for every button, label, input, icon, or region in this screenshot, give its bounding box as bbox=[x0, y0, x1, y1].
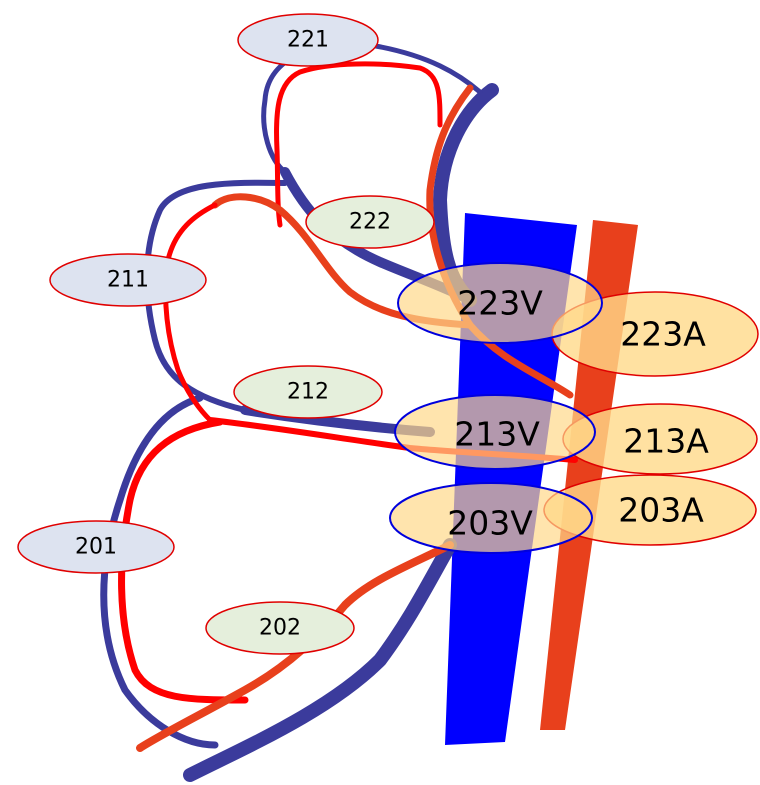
label-211: 211 bbox=[49, 253, 207, 307]
label-203V: 203V bbox=[389, 482, 593, 554]
label-223A: 223A bbox=[551, 291, 759, 377]
artery-211-loop bbox=[163, 202, 218, 423]
vein-lower-trunk bbox=[183, 538, 457, 782]
svg-text:222: 222 bbox=[349, 210, 391, 235]
label-201: 201 bbox=[17, 520, 175, 574]
label-213A: 213A bbox=[562, 403, 758, 475]
svg-text:212: 212 bbox=[287, 380, 329, 405]
artery-upper-stem bbox=[426, 84, 574, 399]
label-202: 202 bbox=[205, 601, 355, 655]
label-203A: 203A bbox=[543, 474, 757, 546]
artery-201-loop bbox=[118, 418, 249, 704]
svg-text:202: 202 bbox=[259, 616, 301, 641]
svg-text:223A: 223A bbox=[620, 315, 706, 354]
svg-text:213A: 213A bbox=[623, 422, 709, 461]
label-221: 221 bbox=[237, 13, 379, 67]
label-212: 212 bbox=[233, 365, 383, 419]
svg-text:203A: 203A bbox=[618, 491, 704, 530]
svg-text:203V: 203V bbox=[447, 504, 533, 543]
svg-text:221: 221 bbox=[287, 28, 329, 53]
main-vein-trunk bbox=[445, 213, 577, 745]
vein-201-loop bbox=[100, 394, 219, 749]
label-223V: 223V bbox=[397, 262, 603, 344]
label-222: 222 bbox=[305, 195, 435, 249]
artery-221-loop bbox=[274, 61, 443, 228]
svg-text:211: 211 bbox=[107, 268, 149, 293]
svg-text:201: 201 bbox=[75, 535, 117, 560]
svg-text:223V: 223V bbox=[457, 284, 543, 323]
label-213V: 213V bbox=[394, 394, 596, 470]
svg-text:213V: 213V bbox=[454, 415, 540, 454]
